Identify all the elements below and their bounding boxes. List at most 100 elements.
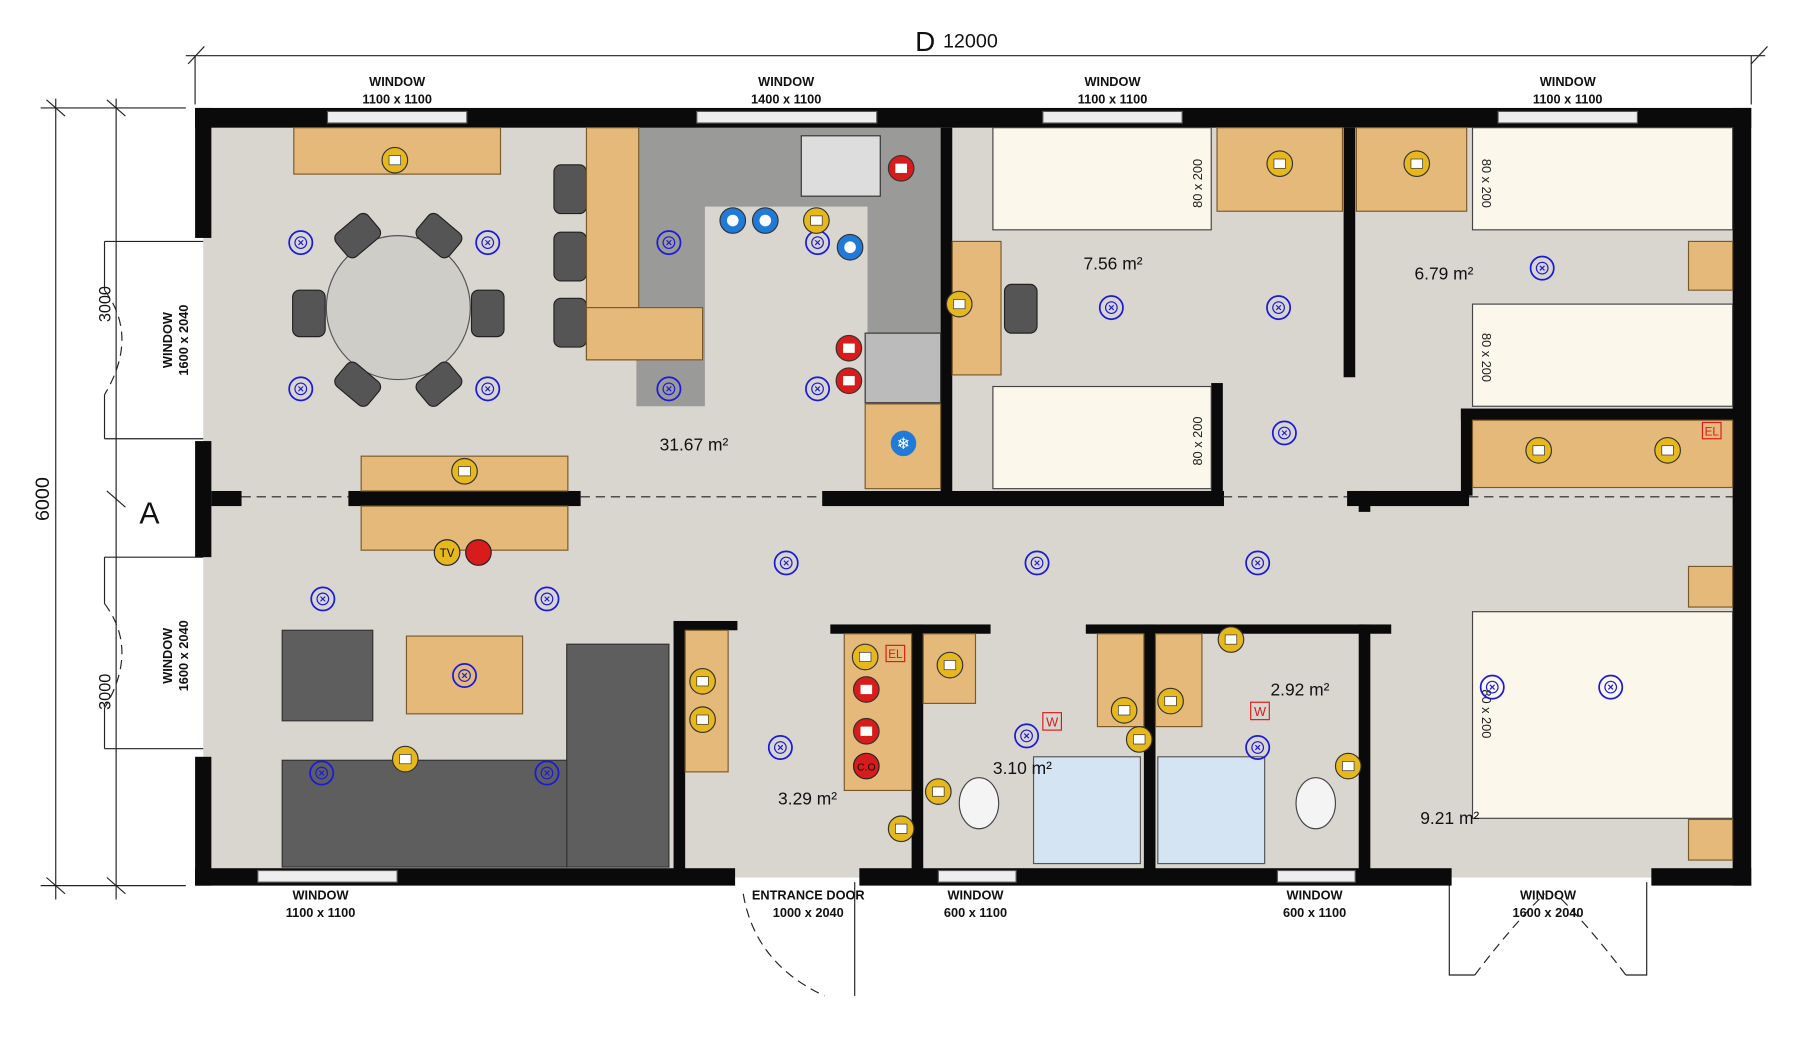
bed-size-5: 80 x 200	[1479, 689, 1494, 738]
dimension-lines	[40, 46, 1768, 900]
window-top-3-label: WINDOW	[1085, 74, 1142, 89]
socket-icon	[803, 207, 830, 234]
bath-1-area: 3.10 m²	[993, 758, 1052, 778]
width-dimension: 12000	[943, 31, 998, 53]
entrance-door-label: ENTRANCE DOOR	[752, 888, 865, 903]
svg-text:EL: EL	[888, 648, 903, 661]
window-left-2-label: WINDOW	[160, 627, 175, 684]
section-axis-label: A	[139, 497, 160, 530]
svg-text:C.O: C.O	[857, 763, 876, 774]
ceiling-light-icon	[309, 760, 335, 786]
socket-icon	[1334, 752, 1362, 780]
ceiling-light-icon	[1245, 735, 1271, 760]
bed-size-1: 80 x 200	[1190, 159, 1205, 208]
ceiling-light-icon	[1024, 550, 1050, 576]
left-window-swings	[103, 240, 1648, 997]
window-bottom-3-label: WINDOW	[1287, 888, 1344, 903]
window-bottom-4-label: WINDOW	[1520, 888, 1577, 903]
alarm-icon	[887, 154, 915, 182]
appliance-icon	[719, 207, 747, 234]
ceiling-light-icon	[1266, 295, 1292, 321]
socket-icon	[945, 290, 973, 318]
w-marker: W	[1250, 701, 1270, 721]
window-left-2-size: 1600 x 2040	[176, 620, 191, 691]
ceiling-light-icon	[805, 376, 831, 402]
window-top-1-size: 1100 x 1100	[362, 91, 432, 106]
furniture	[241, 127, 1734, 868]
ceiling-light-icon	[1245, 550, 1271, 576]
socket-icon	[936, 651, 964, 679]
window-left-1-label: WINDOW	[160, 311, 175, 368]
window-bottom-1-size: 1100 x 1100	[286, 905, 356, 920]
alarm-icon	[852, 717, 880, 745]
ceiling-light-icon	[475, 230, 501, 256]
svg-text:TV: TV	[440, 547, 455, 560]
socket-icon	[1654, 437, 1681, 464]
half-height-top: 3000	[96, 286, 114, 322]
bedroom-3-area: 9.21 m²	[1420, 808, 1479, 828]
ceiling-light-icon	[288, 376, 314, 402]
window-top-4-label: WINDOW	[1540, 74, 1597, 89]
ceiling-light-icon	[1098, 295, 1124, 321]
socket-icon	[1157, 687, 1184, 715]
window-top-2-size: 1400 x 1100	[751, 91, 821, 106]
bed-size-3: 80 x 200	[1479, 159, 1494, 208]
svg-text:W: W	[1046, 715, 1058, 730]
socket-icon	[924, 778, 952, 805]
ceiling-light-icon	[1598, 674, 1624, 700]
bedroom-2-area: 6.79 m²	[1414, 264, 1473, 284]
ceiling-light-icon	[1014, 723, 1040, 749]
window-bottom-3-size: 600 x 1100	[1283, 905, 1346, 920]
svg-text:❄: ❄	[897, 435, 911, 453]
appliance-icon	[836, 233, 864, 261]
dining-table	[325, 235, 471, 381]
socket-icon	[1217, 626, 1245, 653]
socket-icon	[689, 667, 716, 695]
ceiling-light-icon	[452, 663, 478, 689]
socket-icon	[1266, 150, 1294, 178]
socket-icon	[851, 643, 879, 671]
window-frames	[257, 110, 1638, 883]
window-bottom-4-size: 1600 x 2040	[1512, 905, 1583, 920]
socket-icon	[887, 815, 915, 843]
ceiling-light-icon	[288, 230, 314, 256]
el-marker: EL	[885, 644, 906, 663]
window-bottom-2-size: 600 x 1100	[944, 905, 1007, 920]
height-dimension: 6000	[32, 477, 54, 521]
snowflake-icon: ❄	[890, 430, 917, 457]
half-height-bottom: 3000	[96, 674, 114, 710]
window-bottom-1-label: WINDOW	[293, 888, 350, 903]
width-axis-label: D	[915, 26, 935, 57]
alarm-icon	[835, 367, 863, 395]
entrance-door-size: 1000 x 2040	[773, 905, 844, 920]
socket-icon	[1125, 726, 1153, 753]
ceiling-light-icon	[656, 376, 682, 402]
bed-size-2: 80 x 200	[1190, 417, 1205, 466]
ceiling-light-icon	[656, 230, 682, 256]
svg-text:EL: EL	[1705, 425, 1720, 438]
window-top-2-label: WINDOW	[758, 74, 815, 89]
bedroom-1-area: 7.56 m²	[1083, 253, 1142, 273]
el-marker: EL	[1701, 421, 1722, 440]
socket-icon	[391, 745, 419, 773]
tv-socket-icon: TV	[433, 539, 461, 566]
ceiling-light-icon	[534, 586, 560, 612]
window-bottom-2-label: WINDOW	[947, 888, 1004, 903]
window-top-4-size: 1100 x 1100	[1533, 91, 1603, 106]
socket-icon	[1110, 697, 1138, 724]
ceiling-light-icon	[534, 760, 560, 786]
ceiling-light-icon	[767, 735, 793, 760]
ceiling-light-icon	[1479, 674, 1505, 700]
window-top-3-size: 1100 x 1100	[1078, 91, 1148, 106]
ceiling-light-icon	[773, 550, 799, 576]
ceiling-light-icon	[475, 376, 501, 402]
socket-icon	[689, 706, 716, 733]
co-detector-icon: C.O	[852, 752, 880, 780]
w-marker: W	[1042, 712, 1062, 731]
socket-icon	[1525, 437, 1553, 464]
socket-icon	[1403, 150, 1431, 178]
bed-size-4: 80 x 200	[1479, 333, 1494, 382]
socket-icon	[451, 457, 478, 485]
bath-2-area: 2.92 m²	[1270, 679, 1329, 699]
